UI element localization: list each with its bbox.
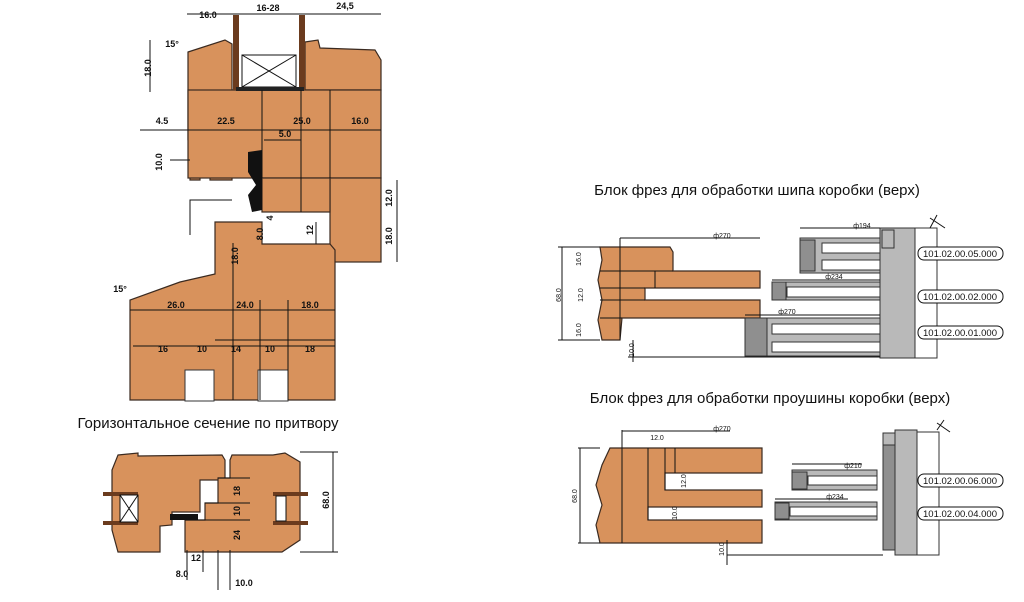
- dim-68-0-t: 68.0: [556, 288, 563, 302]
- part-number-label: 101.02.00.05.000: [917, 246, 1004, 261]
- dim-10-b: 10: [265, 344, 275, 354]
- glass-right-b: [273, 521, 308, 525]
- dim-16-0-mid: 16.0: [351, 116, 369, 126]
- glazing-unit: [233, 15, 305, 91]
- dim-10-0-s: 10.0: [672, 506, 679, 520]
- groove-1: [184, 369, 215, 402]
- dim-16-0-b: 16.0: [576, 323, 583, 337]
- spacer-right: [275, 495, 287, 522]
- slot-cutter-block: Блок фрез для обработки проушины коробки…: [572, 390, 1004, 565]
- slot-arbor-hub: [894, 429, 918, 556]
- dim-phi270-low: ф270: [778, 309, 796, 316]
- svg-text:101.02.00.06.000: 101.02.00.06.000: [923, 476, 997, 487]
- dim-phi270-s: ф270: [713, 426, 731, 433]
- slot-cutter-tooth-1: [791, 471, 808, 490]
- dim-12-0-s: 12.0: [681, 474, 688, 488]
- dim-4: 4: [265, 215, 275, 220]
- dim-14: 14: [231, 344, 241, 354]
- dim-16-28: 16-28: [256, 3, 279, 13]
- dim-10-a: 10: [197, 344, 207, 354]
- seal-horizontal: [170, 514, 198, 520]
- dim-12-h: 12: [191, 553, 201, 563]
- dim-18-0-left: 18.0: [143, 59, 153, 77]
- dim-18-0-lower: 18.0: [230, 247, 240, 265]
- frame-middle-block: [261, 177, 331, 213]
- dim-10-0: 10.0: [154, 153, 164, 171]
- dim-16-0-top: 16.0: [199, 10, 217, 20]
- svg-text:101.02.00.01.000: 101.02.00.01.000: [923, 328, 997, 339]
- slot-workpiece: [595, 447, 763, 544]
- part-number-label: 101.02.00.01.000: [917, 325, 1004, 340]
- dim-18-0-right: 18.0: [384, 227, 394, 245]
- dim-phi210: ф210: [844, 463, 862, 470]
- slot-block-title: Блок фрез для обработки проушины коробки…: [590, 390, 950, 407]
- dim-24-5: 24,5: [336, 1, 354, 11]
- dim-phi270-top: ф270: [713, 233, 731, 240]
- cutter-tooth-2: [771, 281, 787, 301]
- angle-15-bottom: 15°: [113, 284, 127, 294]
- dim-18: 18: [305, 344, 315, 354]
- dim-12-0-top-s: 12.0: [650, 435, 664, 442]
- glass-right-a: [273, 492, 308, 496]
- part-number-label: 101.02.00.06.000: [917, 473, 1004, 488]
- slot-arbor-spacer: [882, 444, 896, 551]
- dim-18-h: 18: [232, 486, 242, 496]
- tenon-block-title: Блок фрез для обработки шипа коробки (ве…: [594, 182, 920, 199]
- svg-text:101.02.00.04.000: 101.02.00.04.000: [923, 509, 997, 520]
- dim-18-0-bottom: 18.0: [301, 300, 319, 310]
- dim-phi194: ф194: [853, 223, 871, 230]
- frame-right-block: [329, 177, 382, 263]
- dim-12-gap: 12: [305, 225, 315, 235]
- dim-5-0: 5.0: [279, 129, 292, 139]
- dim-phi234-s: ф234: [826, 494, 844, 501]
- slot-cutter-tooth-2: [774, 502, 790, 520]
- dim-16: 16: [158, 344, 168, 354]
- dim-68-0-h: 68.0: [321, 491, 331, 509]
- horizontal-section-title: Горизонтальное сечение по притвору: [77, 415, 339, 432]
- dim-10-h: 10: [232, 506, 242, 516]
- tenon-cutter-block: Блок фрез для обработки шипа коробки (ве…: [556, 182, 1004, 362]
- left-sash-profile: [111, 452, 226, 553]
- cutter-tooth-3: [744, 317, 768, 357]
- dim-24-h: 24: [232, 530, 242, 540]
- part-number-label: 101.02.00.04.000: [917, 506, 1004, 521]
- seal: [248, 150, 262, 212]
- dim-4-5: 4.5: [156, 116, 169, 126]
- dim-phi234: ф234: [825, 274, 843, 281]
- vertical-section: 16.0 16-28 24,5 15° 18.0 4.5 22.5 25.0 1…: [113, 1, 398, 402]
- dim-26-0: 26.0: [167, 300, 185, 310]
- dim-12-0-right: 12.0: [384, 189, 394, 207]
- groove-2: [257, 369, 289, 402]
- svg-text:101.02.00.05.000: 101.02.00.05.000: [923, 249, 997, 260]
- svg-text:101.02.00.02.000: 101.02.00.02.000: [923, 292, 997, 303]
- dim-16-0-a: 16.0: [576, 252, 583, 266]
- glass-left-b: [103, 521, 138, 525]
- glass-left-a: [103, 492, 138, 496]
- dim-10-0-low-s: 10.0: [719, 542, 726, 556]
- slot-arbor-collar: [882, 432, 896, 446]
- angle-15-top: 15°: [165, 39, 179, 49]
- dim-8-0: 8.0: [255, 228, 265, 241]
- dim-12-0-t: 12.0: [578, 288, 585, 302]
- sash-right-profile: [304, 39, 382, 91]
- dim-22-5: 22.5: [217, 116, 235, 126]
- dim-10-0-h: 10.0: [235, 578, 253, 588]
- dim-25-0: 25.0: [293, 116, 311, 126]
- tenon-workpiece: [597, 246, 761, 341]
- part-number-label: 101.02.00.02.000: [917, 289, 1004, 304]
- arbor-hub: [879, 227, 916, 359]
- sash-body: [187, 89, 382, 179]
- dim-8-0-h: 8.0: [176, 569, 189, 579]
- dim-10-0-t: 10.0: [629, 343, 636, 357]
- dim-24-0: 24.0: [236, 300, 254, 310]
- horizontal-section: Горизонтальное сечение по притвору 18 10…: [77, 415, 339, 590]
- arbor-collar: [881, 229, 895, 249]
- slot-arbor-plate: [916, 431, 940, 556]
- dim-68-0-s: 68.0: [572, 489, 579, 503]
- cutter-tooth-1: [799, 239, 816, 272]
